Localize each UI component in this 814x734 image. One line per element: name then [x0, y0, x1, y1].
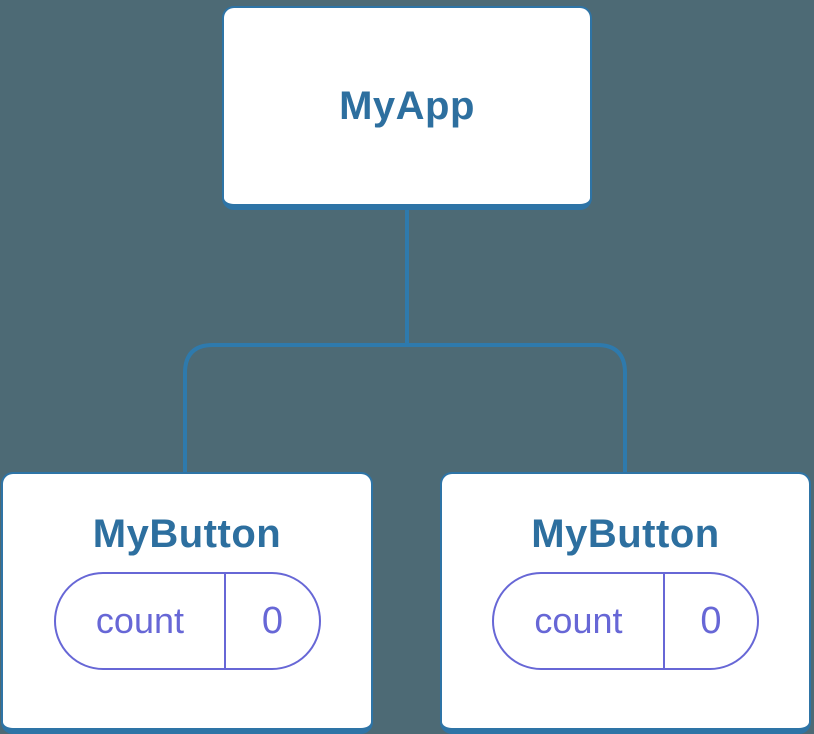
state-value-right: 0: [700, 599, 722, 642]
node-label-mybutton-right: MyButton: [531, 512, 720, 556]
children-bracket-line: [183, 343, 627, 476]
state-key-right: count: [494, 574, 665, 668]
tree-node-mybutton-right: MyButton count 0: [440, 472, 811, 734]
node-label-mybutton-left: MyButton: [92, 512, 282, 556]
state-pill-right: count 0: [492, 572, 759, 670]
state-value-left: 0: [261, 599, 284, 642]
tree-node-myapp: MyApp: [222, 6, 592, 210]
state-pill-left: count 0: [53, 572, 321, 670]
state-key-left: count: [56, 574, 227, 668]
tree-node-mybutton-left: MyButton count 0: [1, 472, 373, 734]
node-label-myapp: MyApp: [339, 84, 475, 128]
